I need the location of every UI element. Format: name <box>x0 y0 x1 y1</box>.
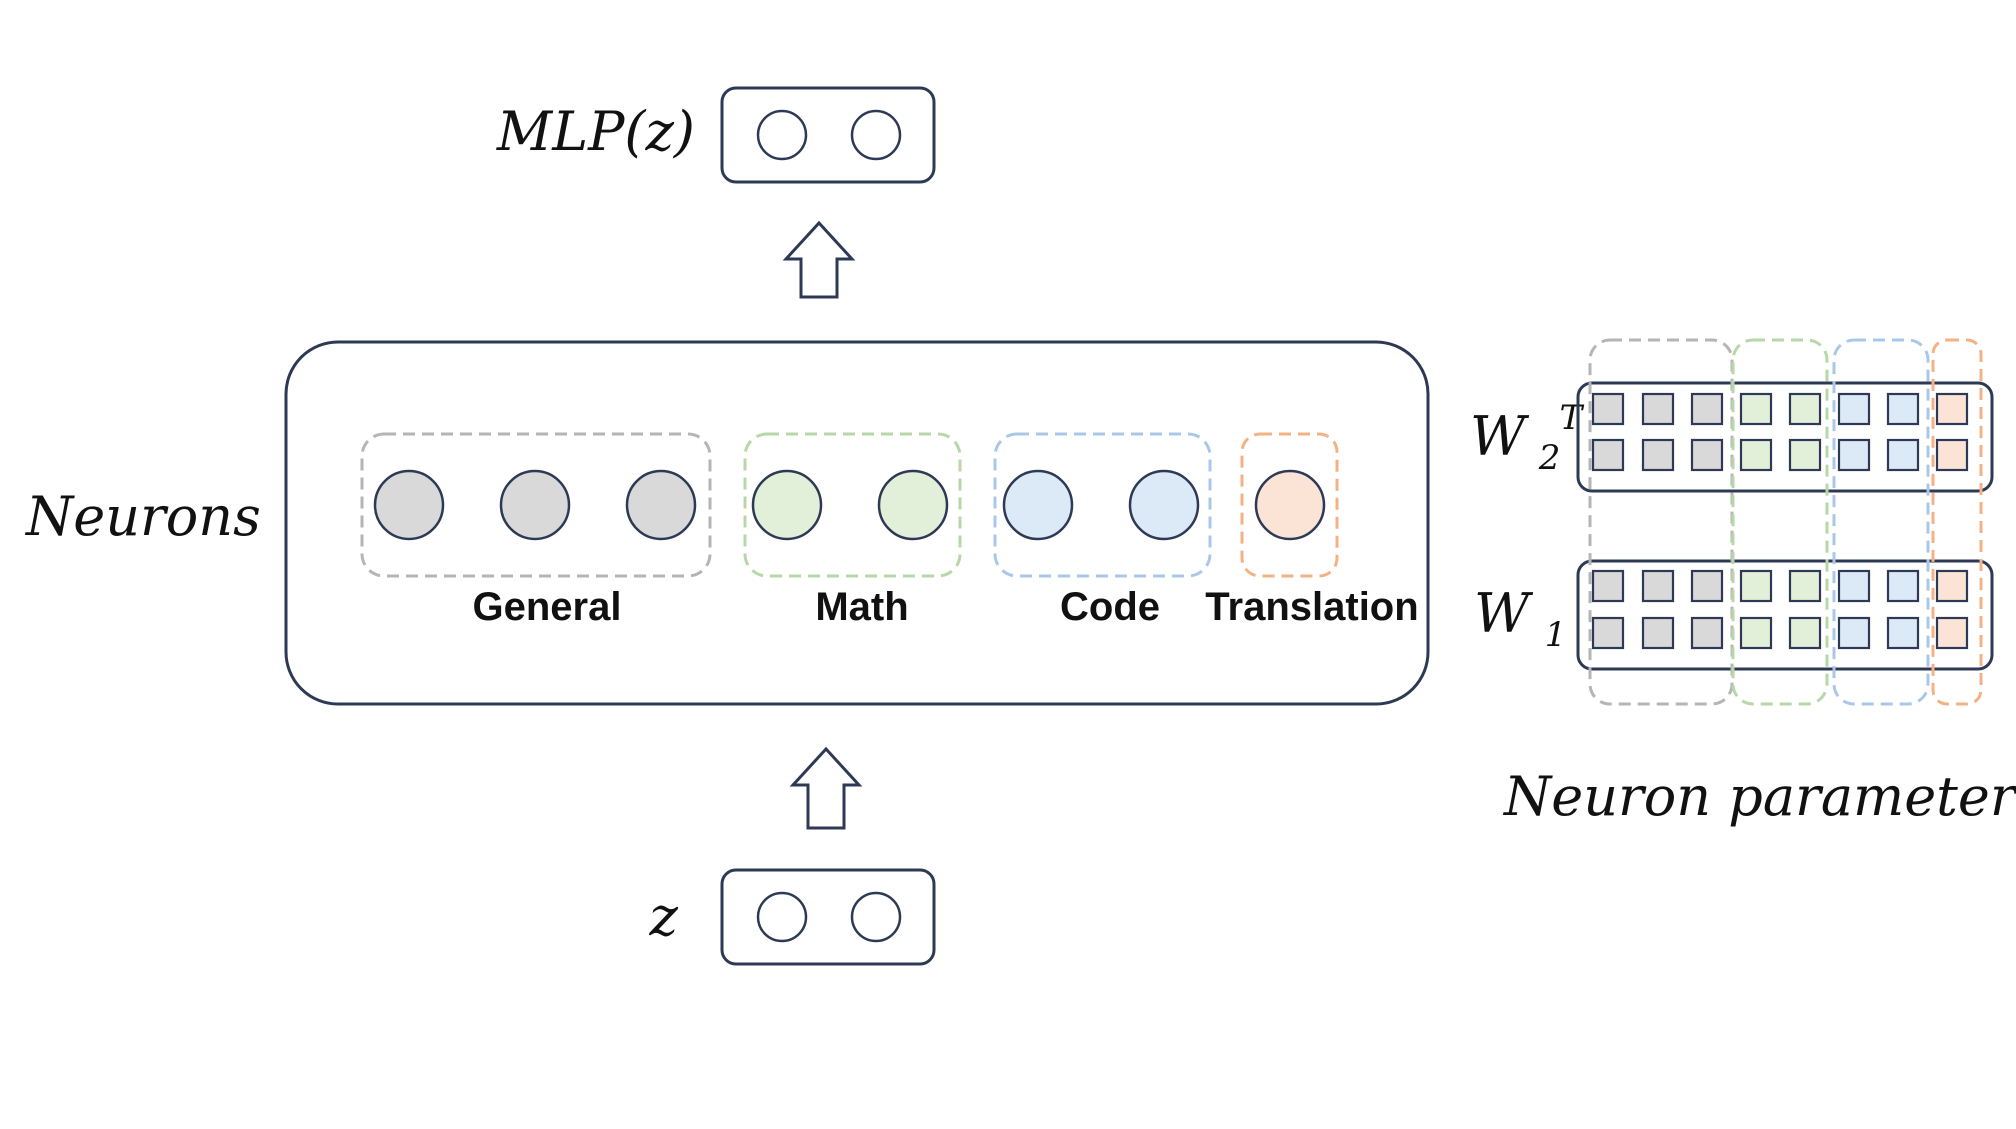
w2t-param-cell <box>1935 392 1969 426</box>
group-label-translation: Translation <box>1205 585 1418 629</box>
w1-param-cell <box>1935 569 1969 603</box>
w1-label: W 1 <box>1474 582 1566 655</box>
w2t-param-cell <box>1690 438 1724 472</box>
w2t-param-cell <box>1788 438 1822 472</box>
w2t-param-cell <box>1690 392 1724 426</box>
w2t-param-cell <box>1641 438 1675 472</box>
w1-param-cell <box>1641 616 1675 650</box>
w2t-param-cell <box>1591 438 1625 472</box>
group-general-outline <box>360 432 712 578</box>
w2t-param-cell <box>1886 392 1920 426</box>
w2t-param-cell <box>1739 438 1773 472</box>
output-node-2 <box>850 109 902 161</box>
w2t-param-cell <box>1591 392 1625 426</box>
neuron-group-translation: Translation <box>1205 432 1419 629</box>
group-translation-outline <box>1240 432 1339 578</box>
w1-base: W <box>1474 582 1534 645</box>
parameter-cells <box>1591 392 1969 650</box>
input-vector-box <box>720 868 936 966</box>
w2t-param-cell <box>1886 438 1920 472</box>
neuron-group-math: Math <box>743 432 962 629</box>
neuron-math-2 <box>877 469 949 541</box>
neuron-general-1 <box>373 469 445 541</box>
output-node-1 <box>756 109 808 161</box>
w1-param-cell <box>1641 569 1675 603</box>
w1-sub: 1 <box>1545 615 1567 655</box>
param-group-translation-outline <box>1931 338 1983 706</box>
w1-param-cell <box>1591 616 1625 650</box>
group-code-outline <box>993 432 1212 578</box>
w1-param-cell <box>1690 569 1724 603</box>
w1-param-cell <box>1788 569 1822 603</box>
up-arrow-icon <box>789 746 863 830</box>
w2t-param-cell <box>1739 392 1773 426</box>
group-math-outline <box>743 432 962 578</box>
w1-param-cell <box>1739 616 1773 650</box>
w1-param-cell <box>1886 569 1920 603</box>
neurons-label: Neurons <box>24 485 261 548</box>
w1-param-cell <box>1690 616 1724 650</box>
w1-param-cell <box>1837 616 1871 650</box>
input-node-1 <box>756 891 808 943</box>
param-group-math-outline <box>1731 338 1829 706</box>
w1-param-cell <box>1739 569 1773 603</box>
w1-matrix-box <box>1576 559 1994 671</box>
w2t-sup: T <box>1560 398 1585 438</box>
input-label: z <box>649 885 679 948</box>
w1-param-cell <box>1837 569 1871 603</box>
neuron-code-1 <box>1002 469 1074 541</box>
neuron-group-code: Code <box>993 432 1212 629</box>
neuron-parameters-label: Neuron parameters <box>1502 765 2016 828</box>
w1-param-cell <box>1788 616 1822 650</box>
input-node-2 <box>850 891 902 943</box>
neuron-math-1 <box>751 469 823 541</box>
param-group-code-outline <box>1832 338 1930 706</box>
neuron-general-2 <box>499 469 571 541</box>
neuron-code-2 <box>1128 469 1200 541</box>
w2t-param-cell <box>1935 438 1969 472</box>
neuron-translation-1 <box>1254 469 1326 541</box>
neuron-general-3 <box>625 469 697 541</box>
up-arrow-icon <box>782 220 856 299</box>
output-vector-box <box>720 86 936 184</box>
w2t-param-cell <box>1641 392 1675 426</box>
output-label: MLP(z) <box>496 100 695 163</box>
neurons-box <box>284 340 1430 706</box>
w2t-base: W <box>1470 405 1530 468</box>
w2t-param-cell <box>1837 392 1871 426</box>
group-label-code: Code <box>1060 585 1160 629</box>
w2t-label: W 2 T <box>1470 398 1585 482</box>
group-label-math: Math <box>815 585 908 629</box>
w1-param-cell <box>1591 569 1625 603</box>
w2t-sub: 2 <box>1538 438 1561 478</box>
w2t-matrix-box <box>1576 381 1994 493</box>
group-label-general: General <box>473 585 622 629</box>
neuron-group-general: General <box>360 432 712 629</box>
w2t-param-cell <box>1837 438 1871 472</box>
w2t-param-cell <box>1788 392 1822 426</box>
w1-param-cell <box>1886 616 1920 650</box>
w1-param-cell <box>1935 616 1969 650</box>
